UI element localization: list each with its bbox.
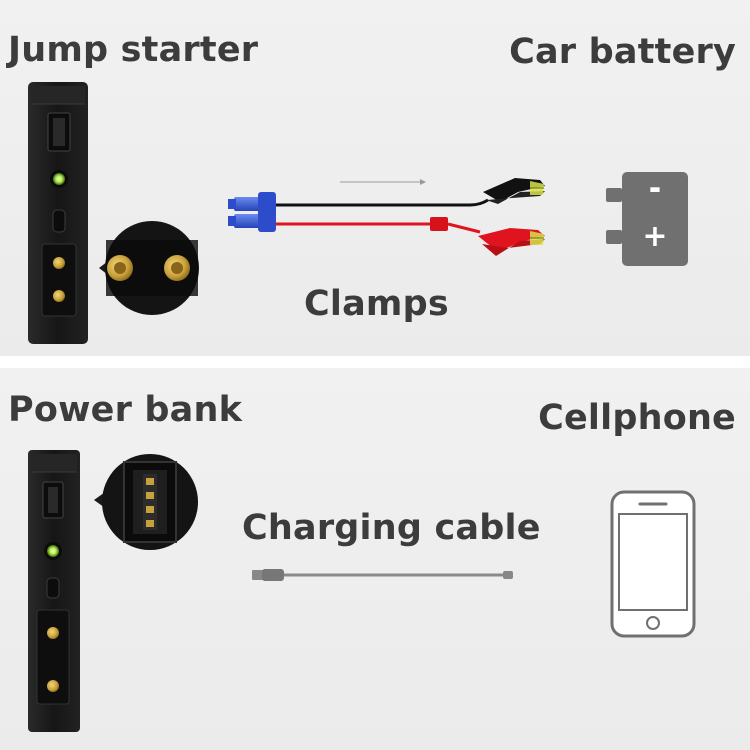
jump-starter-label: Jump starter: [8, 30, 259, 70]
charging-cable-label: Charging cable: [242, 508, 541, 548]
red-clamp: [478, 228, 545, 256]
car-battery-label: Car battery: [509, 32, 736, 72]
direction-arrow: [340, 179, 426, 185]
clamp-cables: [276, 198, 489, 234]
cellphone-label: Cellphone: [538, 398, 736, 438]
port-zoom-circle: [99, 221, 199, 315]
black-clamp: [483, 178, 545, 204]
clamps-label: Clamps: [304, 284, 449, 324]
usb-port-zoom: [94, 454, 198, 550]
usb-cable: [252, 569, 513, 581]
battery-plus-symbol: +: [642, 219, 668, 254]
cellphone-icon: [610, 490, 696, 638]
ec5-connector: [228, 192, 276, 232]
jump-starter-device: [28, 82, 88, 344]
car-battery-icon: [606, 172, 688, 266]
power-bank-label: Power bank: [8, 390, 243, 430]
battery-minus-symbol: -: [648, 169, 662, 208]
power-bank-device: [28, 450, 80, 732]
